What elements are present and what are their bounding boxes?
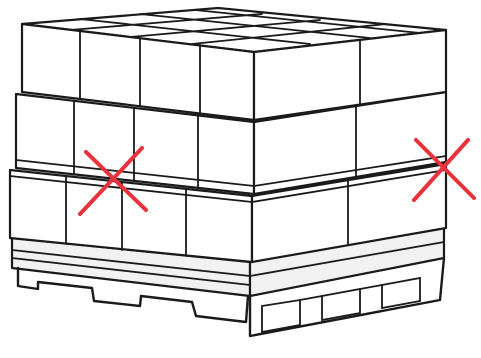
figure-canvas: [0, 0, 481, 358]
pallet-diagram: [0, 0, 481, 358]
